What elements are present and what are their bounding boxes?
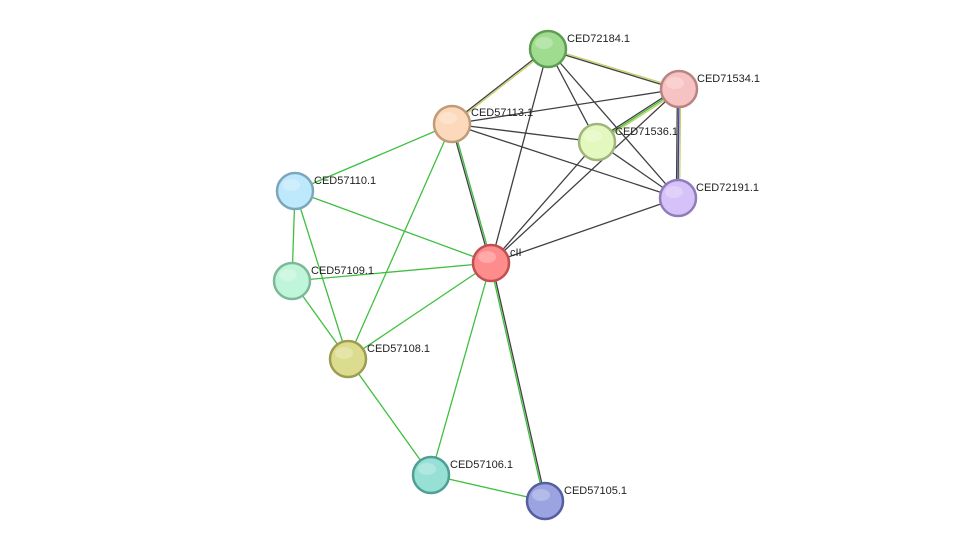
edge-CED71536.1-cII	[490, 141, 598, 264]
node-CED57106.1[interactable]: CED57106.1	[411, 455, 513, 495]
edge-CED57113.1-CED72191.1	[451, 123, 679, 199]
edge-line	[294, 190, 492, 264]
edge-line	[430, 474, 546, 502]
node-highlight	[335, 347, 353, 359]
node-label: cII	[510, 247, 522, 259]
node-circle[interactable]	[525, 481, 565, 521]
node-label: CED57109.1	[311, 265, 374, 277]
edge-CED71534.1-CED57113.1	[451, 88, 680, 125]
node-CED57105.1[interactable]: CED57105.1	[525, 481, 627, 521]
edge-line	[451, 123, 598, 143]
edge-line	[548, 47, 680, 89]
node-label: CED57108.1	[367, 343, 430, 355]
edge-CED57108.1-CED57106.1	[347, 358, 432, 476]
edge-CED57108.1-cII	[347, 262, 492, 360]
node-circle[interactable]	[577, 122, 617, 162]
edge-CED72184.1-CED72191.1	[547, 48, 679, 199]
node-CED57110.1[interactable]: CED57110.1	[275, 171, 376, 211]
node-label: CED72184.1	[567, 33, 630, 45]
edge-line	[452, 123, 493, 263]
edge-line	[451, 47, 548, 124]
edge-line	[451, 88, 680, 125]
node-highlight	[418, 463, 436, 475]
edge-line	[547, 48, 679, 199]
node-highlight	[535, 37, 553, 49]
edge-CED71534.1-cII	[490, 88, 680, 264]
edge-line	[347, 123, 453, 360]
edge-CED72184.1-CED71534.1	[547, 47, 680, 91]
edge-CED57113.1-CED57110.1	[294, 123, 453, 192]
node-highlight	[666, 77, 684, 89]
node-label: CED57106.1	[450, 459, 513, 471]
node-circle[interactable]	[432, 104, 472, 144]
edge-line	[490, 197, 679, 264]
edge-line	[451, 123, 679, 199]
node-CED72191.1[interactable]: CED72191.1	[658, 178, 759, 218]
edge-line	[347, 358, 432, 476]
edge-line	[452, 49, 549, 126]
nodes-layer: CED72184.1CED71534.1CED57113.1CED71536.1…	[272, 29, 760, 521]
node-highlight	[532, 489, 550, 501]
node-CED71536.1[interactable]: CED71536.1	[577, 122, 678, 162]
edge-line	[291, 262, 492, 282]
edge-line	[490, 88, 680, 264]
edge-CED57106.1-CED57105.1	[430, 474, 546, 502]
node-highlight	[665, 186, 683, 198]
edge-CED57110.1-CED57108.1	[294, 190, 349, 360]
edge-CED57109.1-cII	[291, 262, 492, 282]
edge-line	[294, 190, 349, 360]
edge-line	[294, 123, 453, 192]
node-circle[interactable]	[411, 455, 451, 495]
node-label: CED71534.1	[697, 73, 760, 85]
edge-line	[489, 263, 545, 502]
node-highlight	[282, 179, 300, 191]
node-CED71534.1[interactable]: CED71534.1	[659, 69, 760, 109]
node-CED57113.1[interactable]: CED57113.1	[432, 104, 533, 144]
node-circle[interactable]	[659, 69, 699, 109]
node-highlight	[584, 130, 602, 142]
node-highlight	[478, 251, 496, 263]
node-circle[interactable]	[328, 339, 368, 379]
node-highlight	[279, 269, 297, 281]
node-circle[interactable]	[272, 261, 312, 301]
node-label: CED57110.1	[314, 175, 376, 187]
node-circle[interactable]	[471, 243, 511, 283]
edge-line	[490, 48, 549, 264]
node-circle[interactable]	[275, 171, 315, 211]
edge-CED72184.1-CED57113.1	[451, 47, 549, 126]
edge-CED72191.1-cII	[490, 197, 679, 264]
edge-CED57110.1-cII	[294, 190, 492, 264]
edge-line	[490, 141, 598, 264]
node-circle[interactable]	[658, 178, 698, 218]
edge-CED57113.1-CED71536.1	[451, 123, 598, 143]
node-cII[interactable]: cII	[471, 243, 522, 283]
edge-CED57106.1-cII	[430, 262, 492, 476]
node-label: CED72191.1	[696, 182, 759, 194]
edge-line	[450, 124, 491, 264]
edge-line	[547, 49, 679, 91]
node-highlight	[439, 112, 457, 124]
edge-line	[347, 262, 492, 360]
node-circle[interactable]	[528, 29, 568, 69]
edge-CED57113.1-CED57108.1	[347, 123, 453, 360]
node-label: CED71536.1	[615, 126, 678, 138]
node-CED57109.1[interactable]: CED57109.1	[272, 261, 374, 301]
edge-line	[430, 262, 492, 476]
edge-CED72184.1-cII	[490, 48, 549, 264]
node-label: CED57113.1	[471, 107, 533, 119]
node-CED72184.1[interactable]: CED72184.1	[528, 29, 630, 69]
node-label: CED57105.1	[564, 485, 627, 497]
edge-CED57105.1-cII	[489, 262, 547, 502]
edge-line	[491, 262, 547, 501]
node-CED57108.1[interactable]: CED57108.1	[328, 339, 430, 379]
edge-CED57113.1-cII	[450, 123, 493, 264]
